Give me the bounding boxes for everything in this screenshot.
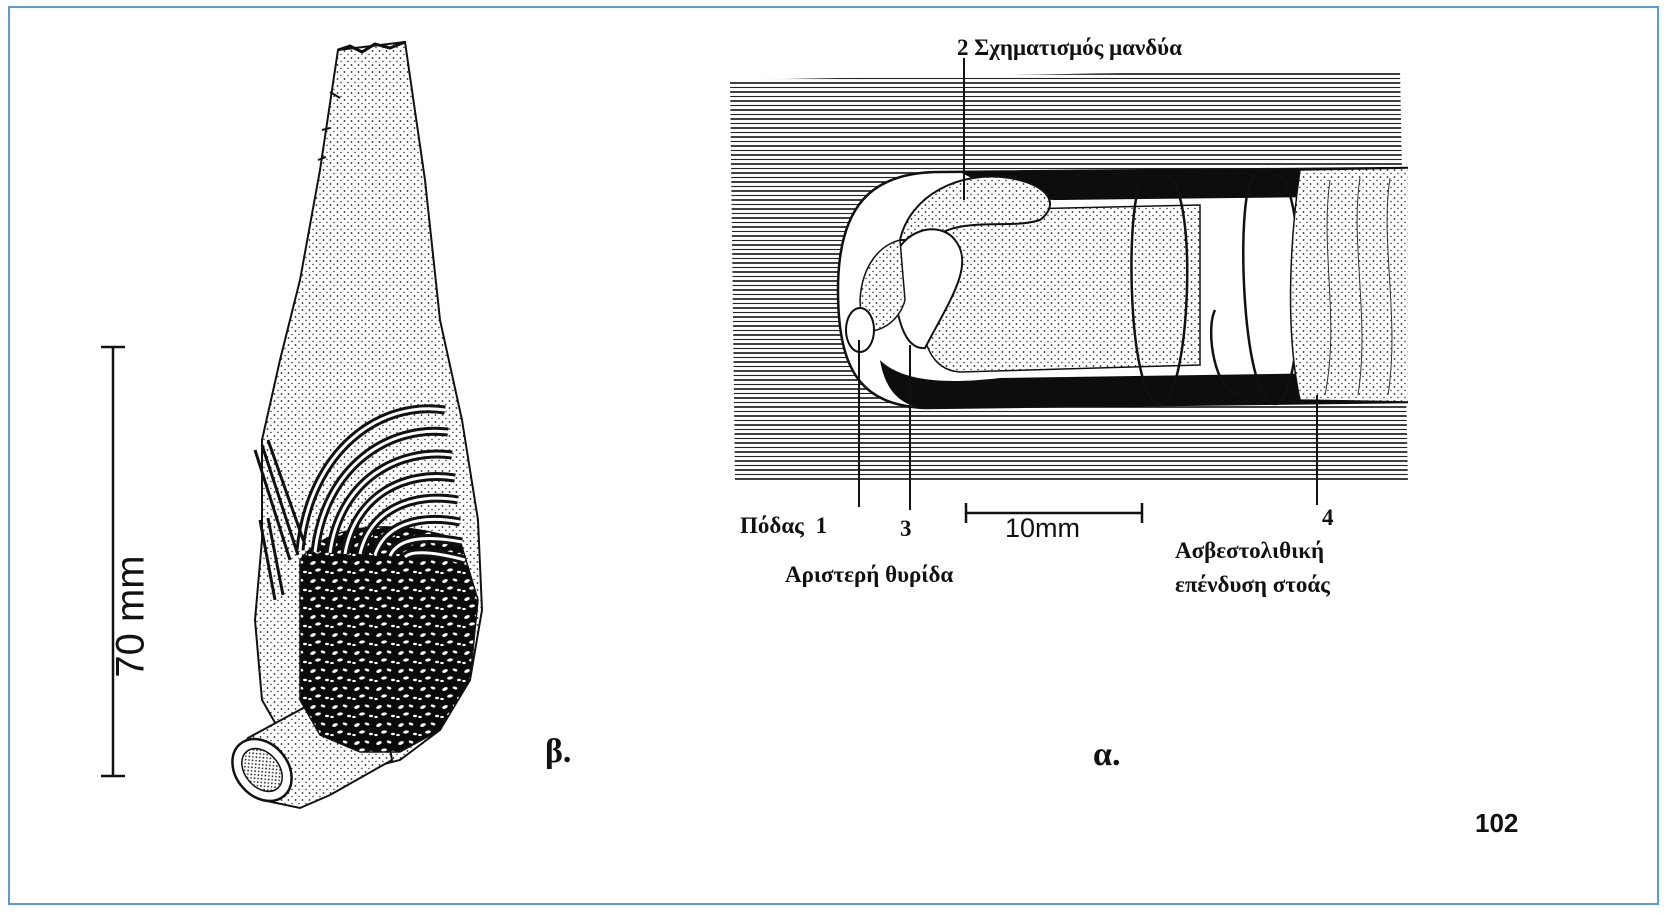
callout-4-text-line2: επένδυση στοάς xyxy=(1175,572,1330,598)
callout-2: 2 Σχηματισμός μανδύα xyxy=(957,35,1182,61)
callout-1-text: Πόδας xyxy=(740,513,804,538)
callout-4-text-line1: Ασβεστολιθική xyxy=(1175,538,1324,564)
burrow-illustration xyxy=(730,68,1410,485)
shell-illustration xyxy=(220,42,482,813)
callout-4-number: 4 xyxy=(1322,505,1334,531)
callout-1: Πόδας 1 xyxy=(740,513,827,539)
beta-panel-label: β. xyxy=(545,733,571,771)
callout-1-number: 1 xyxy=(816,513,828,538)
callout-3-text: Αριστερή θυρίδα xyxy=(785,562,953,588)
page-number: 102 xyxy=(1475,808,1518,839)
alpha-scale-label: 10mm xyxy=(1005,513,1080,544)
callout-3-number: 3 xyxy=(900,516,912,542)
callout-2-text: Σχηματισμός μανδύα xyxy=(974,35,1182,60)
alpha-panel-label: α. xyxy=(1093,736,1120,774)
callout-2-number: 2 xyxy=(957,35,969,60)
beta-scale-label: 70 mm xyxy=(109,555,154,677)
